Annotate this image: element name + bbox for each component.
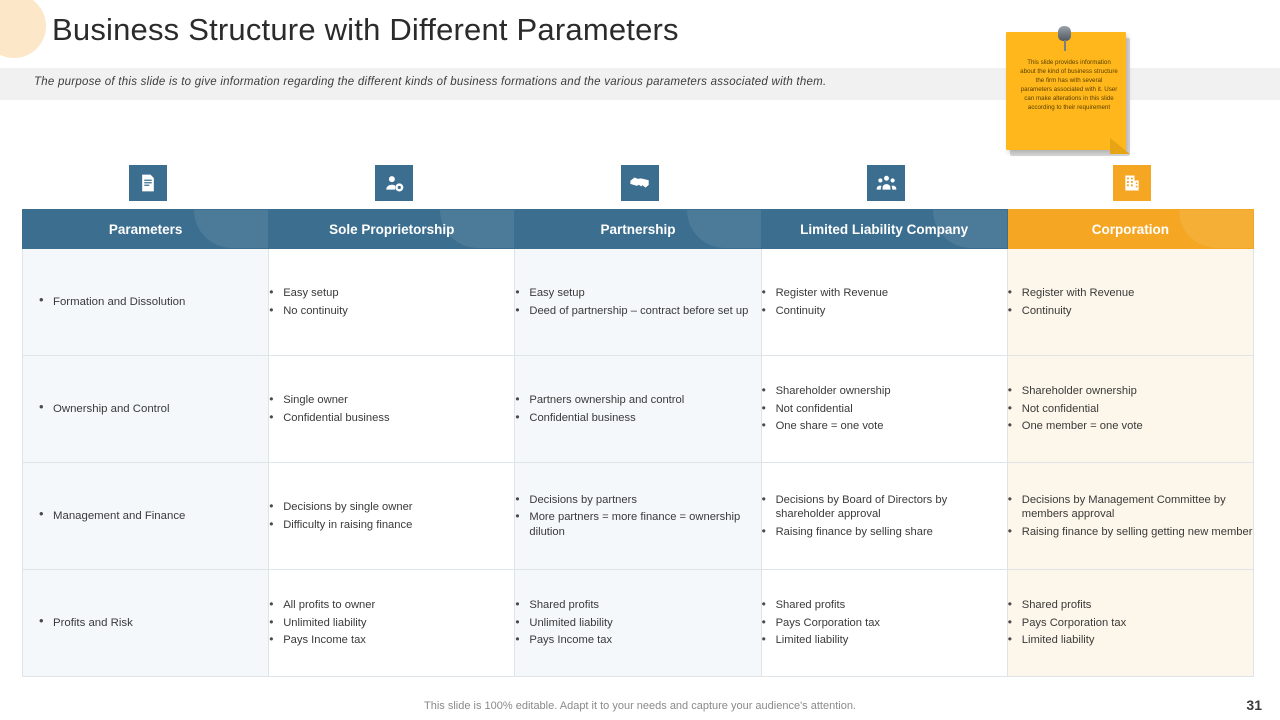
list-item: One share = one vote	[762, 418, 1007, 434]
table-header-row: Parameters Sole Proprietorship Partnersh…	[21, 209, 1255, 249]
list-item: One member = one vote	[1008, 418, 1253, 434]
list-item: Continuity	[1008, 303, 1253, 319]
note-fold-corner	[1110, 138, 1130, 154]
note-text: This slide provides information about th…	[1020, 59, 1118, 111]
cell-sole: Decisions by single owner Difficulty in …	[268, 462, 516, 570]
list-item: Decisions by single owner	[269, 499, 514, 515]
list-item: Difficulty in raising finance	[269, 517, 514, 533]
cell-partnership: Shared profits Unlimited liability Pays …	[514, 569, 762, 677]
list-item: Pays Income tax	[515, 632, 760, 648]
list-item: Shareholder ownership	[1008, 383, 1253, 399]
table-row: Profits and Risk All profits to owner Un…	[21, 569, 1255, 677]
cell-llc: Decisions by Board of Directors by share…	[760, 462, 1008, 570]
list-item: Limited liability	[1008, 632, 1253, 648]
footer-note: This slide is 100% editable. Adapt it to…	[424, 700, 856, 712]
list-item: Raising finance by selling getting new m…	[1008, 524, 1253, 540]
group-people-icon	[867, 165, 905, 201]
list-item: Shareholder ownership	[762, 383, 1007, 399]
list-item: Decisions by Management Committee by mem…	[1008, 492, 1253, 522]
list-item: Register with Revenue	[762, 285, 1007, 301]
header-limited-liability-company: Limited Liability Company	[760, 209, 1008, 249]
cell-parameter: Management and Finance	[21, 462, 270, 570]
push-pin-icon	[1058, 26, 1072, 51]
cell-sole: Single owner Confidential business	[268, 355, 516, 463]
list-item: Not confidential	[762, 401, 1007, 417]
header-sole-proprietorship: Sole Proprietorship	[268, 209, 516, 249]
sticky-note: This slide provides information about th…	[1002, 26, 1138, 162]
list-item: All profits to owner	[269, 597, 514, 613]
list-item: Pays Corporation tax	[1008, 615, 1253, 631]
table-row: Ownership and Control Single owner Confi…	[21, 355, 1255, 463]
cell-partnership: Easy setup Deed of partnership – contrac…	[514, 248, 762, 356]
cell-sole: Easy setup No continuity	[268, 248, 516, 356]
list-item: Easy setup	[515, 285, 760, 301]
cell-sole: All profits to owner Unlimited liability…	[268, 569, 516, 677]
cell-llc: Shareholder ownership Not confidential O…	[760, 355, 1008, 463]
cell-corporation: Decisions by Management Committee by mem…	[1006, 462, 1255, 570]
list-item: Not confidential	[1008, 401, 1253, 417]
list-item: Decisions by Board of Directors by share…	[762, 492, 1007, 522]
list-item: Easy setup	[269, 285, 514, 301]
list-item: Deed of partnership – contract before se…	[515, 303, 760, 319]
handshake-icon	[621, 165, 659, 201]
list-item: Register with Revenue	[1008, 285, 1253, 301]
list-item: Raising finance by selling share	[762, 524, 1007, 540]
decorative-circle	[0, 0, 46, 58]
cell-partnership: Partners ownership and control Confident…	[514, 355, 762, 463]
cell-llc: Shared profits Pays Corporation tax Limi…	[760, 569, 1008, 677]
list-item: More partners = more finance = ownership…	[515, 509, 760, 539]
cell-partnership: Decisions by partners More partners = mo…	[514, 462, 762, 570]
header-partnership: Partnership	[514, 209, 762, 249]
document-checklist-icon	[129, 165, 167, 201]
header-corporation: Corporation	[1006, 209, 1255, 249]
header-label: Limited Liability Company	[800, 221, 969, 237]
list-item: Limited liability	[762, 632, 1007, 648]
header-label: Partnership	[600, 221, 676, 237]
table-row: Management and Finance Decisions by sing…	[21, 462, 1255, 570]
list-item: Single owner	[269, 392, 514, 408]
list-item: No continuity	[269, 303, 514, 319]
page-number: 31	[1246, 697, 1262, 713]
header-parameters: Parameters	[21, 209, 270, 249]
cell-corporation: Register with Revenue Continuity	[1006, 248, 1255, 356]
cell-parameter: Formation and Dissolution	[21, 248, 270, 356]
user-settings-icon	[375, 165, 413, 201]
note-body: This slide provides information about th…	[1006, 32, 1130, 154]
header-label: Sole Proprietorship	[329, 221, 455, 237]
list-item: Pays Corporation tax	[762, 615, 1007, 631]
list-item: Shared profits	[762, 597, 1007, 613]
list-item: Partners ownership and control	[515, 392, 760, 408]
table-row: Formation and Dissolution Easy setup No …	[21, 248, 1255, 356]
list-item: Confidential business	[515, 410, 760, 426]
cell-llc: Register with Revenue Continuity	[760, 248, 1008, 356]
list-item: Unlimited liability	[269, 615, 514, 631]
list-item: Pays Income tax	[269, 632, 514, 648]
cell-parameter: Profits and Risk	[21, 569, 270, 677]
cell-parameter: Ownership and Control	[21, 355, 270, 463]
header-label: Parameters	[108, 221, 183, 237]
list-item: Shared profits	[515, 597, 760, 613]
office-building-icon	[1113, 165, 1151, 201]
list-item: Shared profits	[1008, 597, 1253, 613]
list-item: Continuity	[762, 303, 1007, 319]
header-label: Corporation	[1091, 221, 1169, 237]
list-item: Confidential business	[269, 410, 514, 426]
subtitle-text: The purpose of this slide is to give inf…	[34, 76, 827, 88]
list-item: Decisions by partners	[515, 492, 760, 508]
cell-corporation: Shareholder ownership Not confidential O…	[1006, 355, 1255, 463]
comparison-table: Parameters Sole Proprietorship Partnersh…	[21, 209, 1255, 677]
list-item: Unlimited liability	[515, 615, 760, 631]
cell-corporation: Shared profits Pays Corporation tax Limi…	[1006, 569, 1255, 677]
page-title: Business Structure with Different Parame…	[52, 12, 679, 47]
